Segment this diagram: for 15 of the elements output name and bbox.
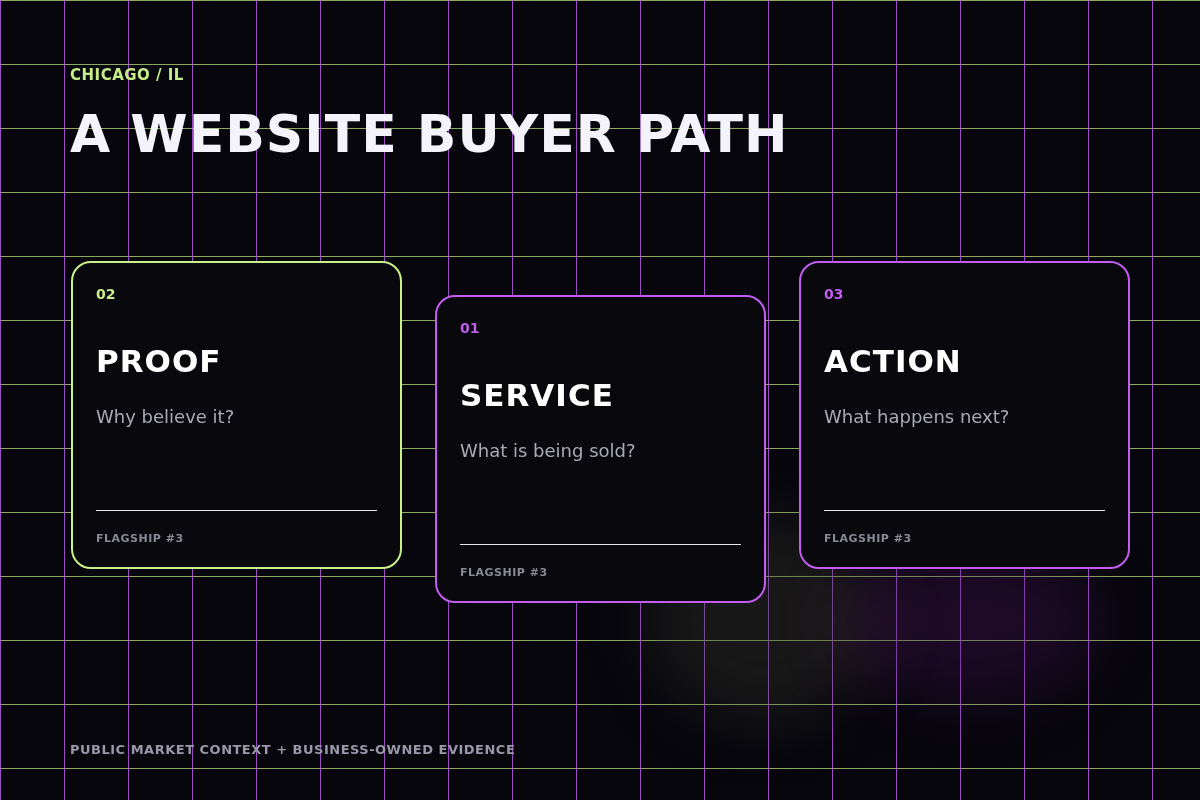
step-number: 01: [460, 320, 480, 336]
card-footnote: FLAGSHIP #3: [824, 532, 912, 545]
card-heading: PROOF: [96, 343, 222, 379]
card-question: What happens next?: [824, 406, 1010, 427]
card-footnote: FLAGSHIP #3: [96, 532, 184, 545]
step-number: 02: [96, 286, 116, 302]
card-question: Why believe it?: [96, 406, 235, 427]
step-card: [71, 261, 402, 569]
card-question: What is being sold?: [460, 440, 636, 461]
step-card: [799, 261, 1130, 569]
step-card: [435, 295, 766, 603]
card-heading: SERVICE: [460, 377, 614, 413]
card-heading: ACTION: [824, 343, 962, 379]
step-number: 03: [824, 286, 844, 302]
card-footnote: FLAGSHIP #3: [460, 566, 548, 579]
